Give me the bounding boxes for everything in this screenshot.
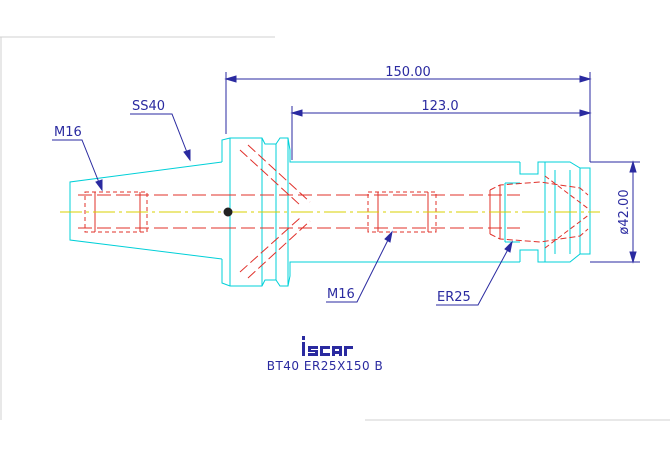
hidden-lines — [78, 144, 591, 279]
part-number: BT40 ER25X150 B — [267, 359, 384, 373]
dim-gauge-length: 123.0 — [421, 99, 458, 114]
dimension-lines — [52, 72, 640, 306]
gauge-point-marker — [223, 207, 233, 217]
callout-rear-thread: M16 — [54, 125, 82, 140]
iscar-logo — [302, 336, 353, 356]
callout-collet: ER25 — [437, 290, 471, 305]
callout-mid-thread: M16 — [327, 287, 355, 302]
callout-taper: SS40 — [132, 99, 165, 114]
dim-diameter: ø42.00 — [617, 189, 632, 234]
dim-overall-length: 150.00 — [385, 65, 431, 80]
